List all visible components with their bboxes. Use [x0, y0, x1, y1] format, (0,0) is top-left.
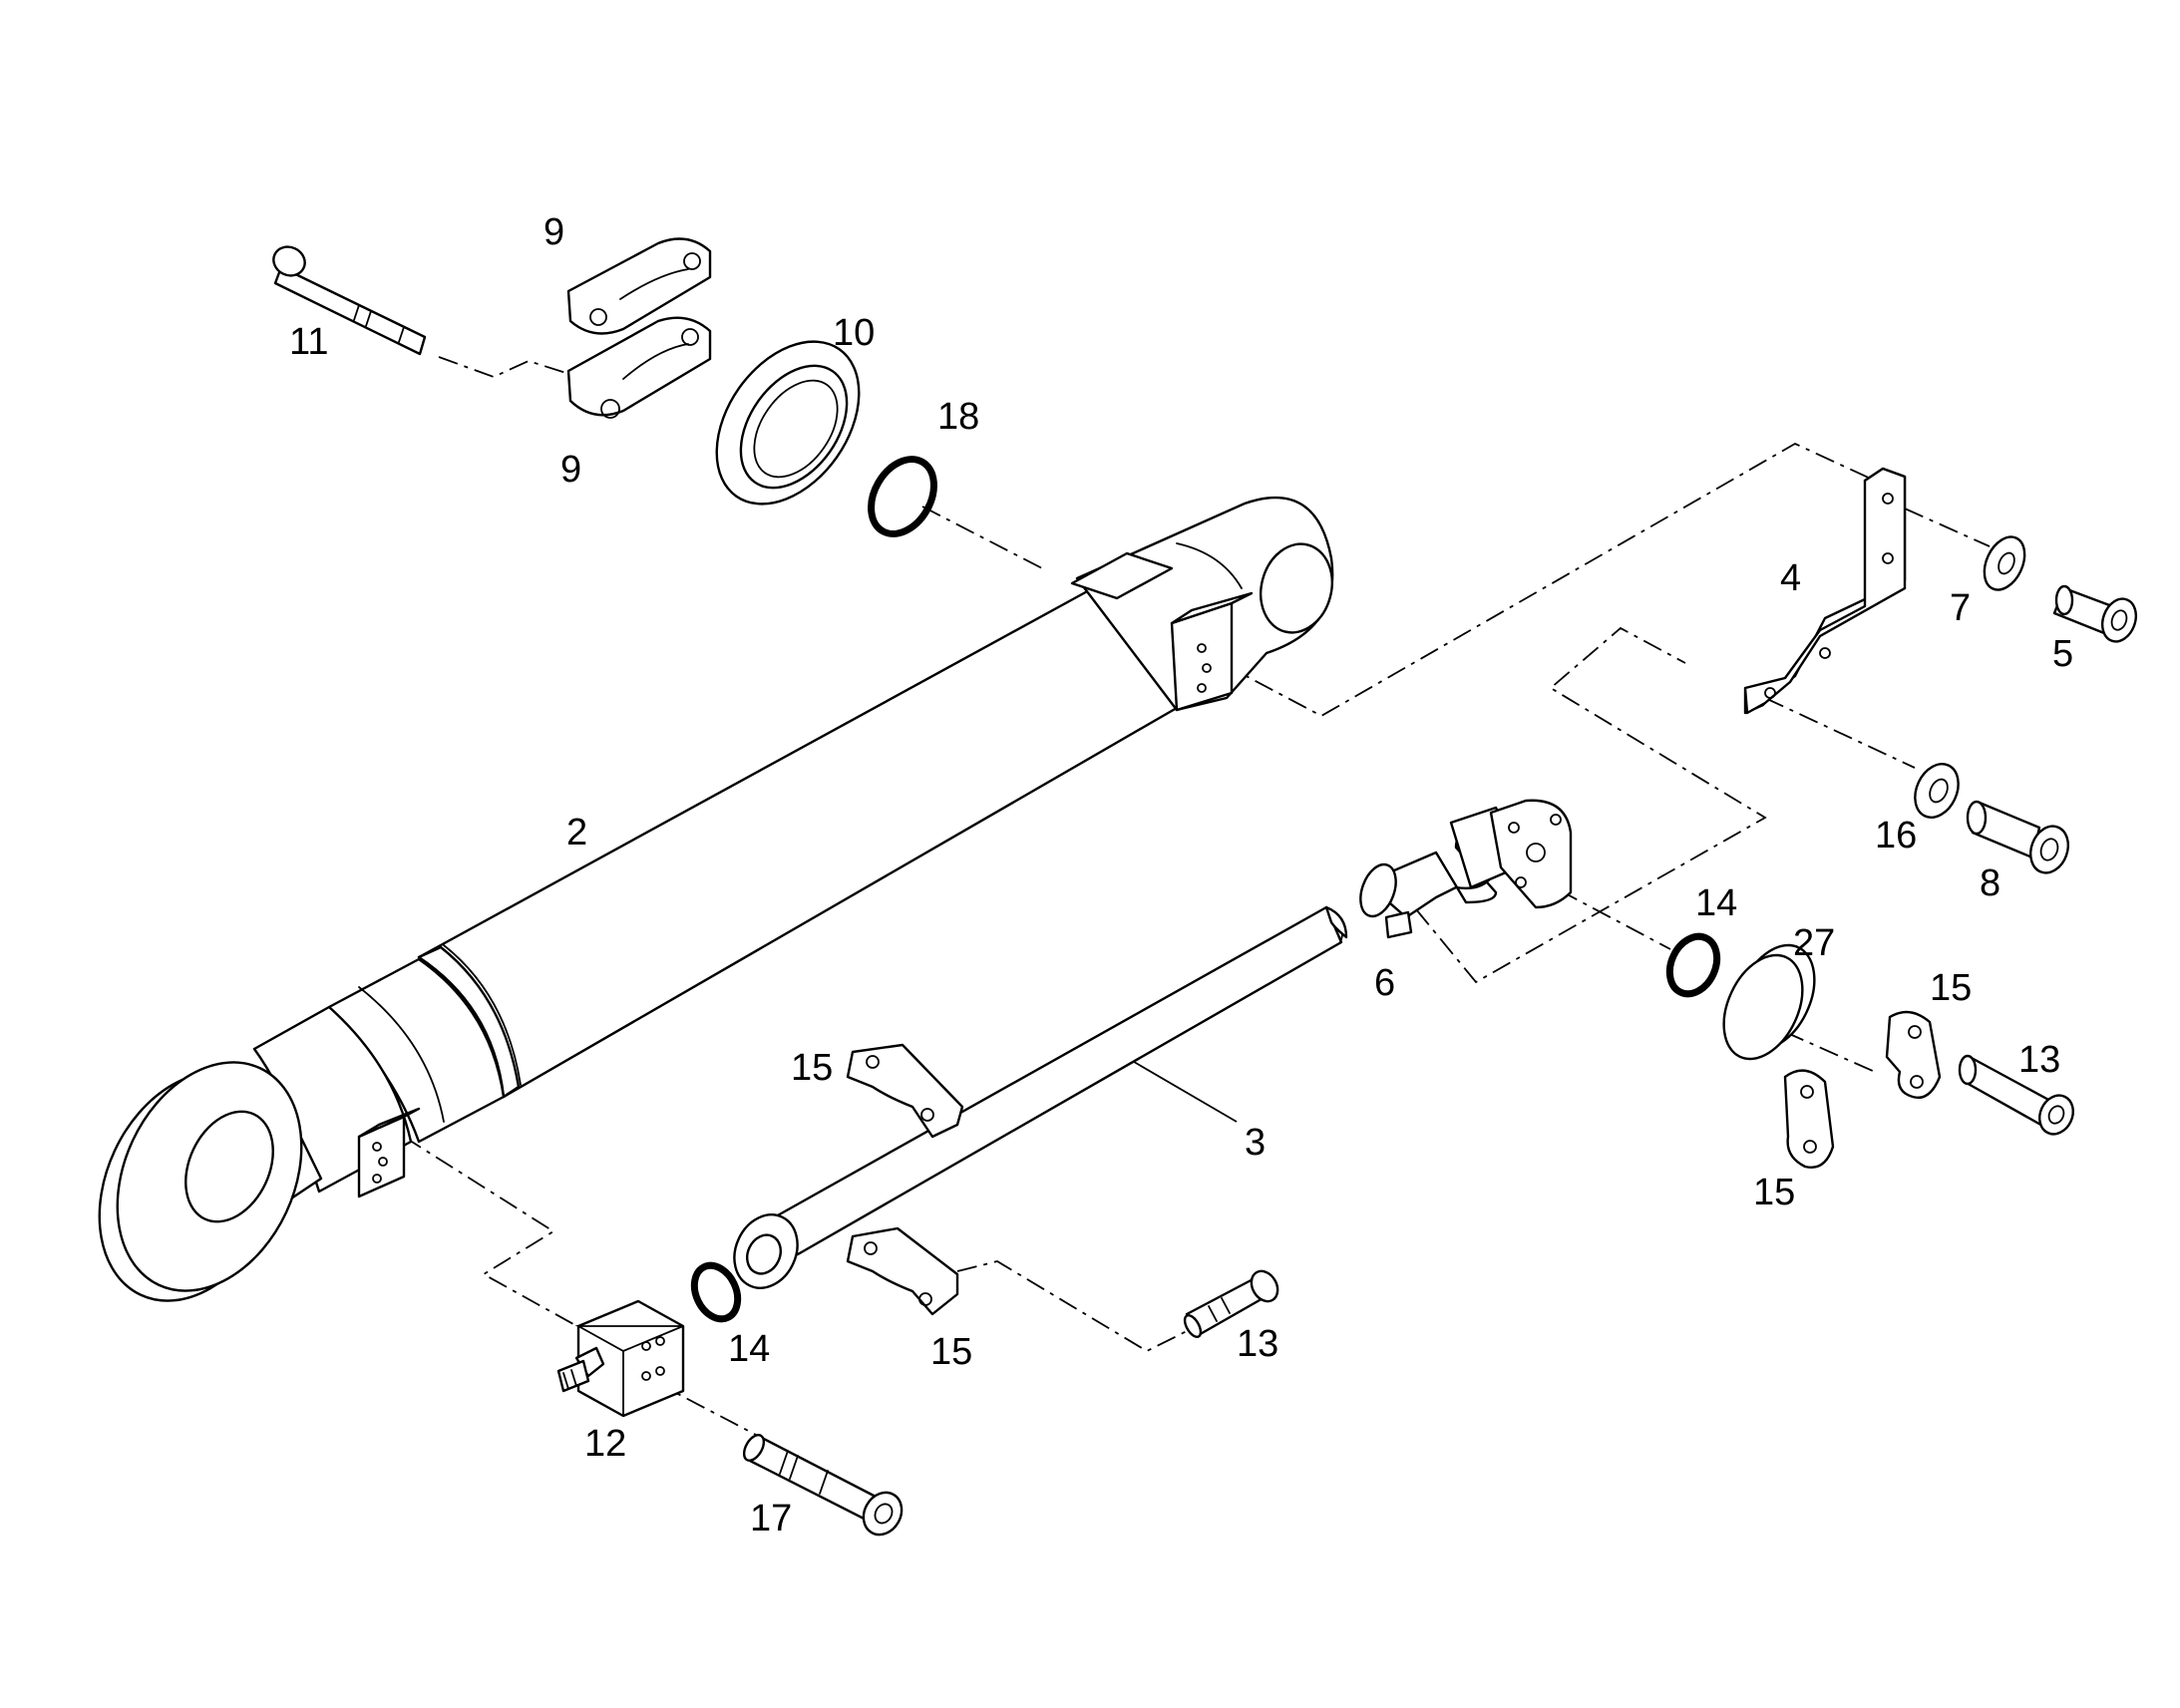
callout-13-right: 13 — [2018, 1039, 2060, 1081]
leader-clamp-15-to-bolt-13 — [956, 1260, 1188, 1353]
cylinder-barrel-2 — [98, 496, 1334, 1302]
callout-labels: 9 9 11 10 18 4 7 5 16 8 2 14 27 15 6 13 … — [289, 211, 2073, 1539]
callout-17: 17 — [750, 1498, 792, 1539]
leader-tube-6-to-bracket — [1415, 626, 1767, 984]
flange-clamp-half-9-bottom — [566, 316, 712, 419]
callout-15-right-bottom: 15 — [1753, 1172, 1795, 1213]
leader-cylinder-to-block-12 — [403, 1136, 574, 1325]
callout-8: 8 — [1980, 862, 2000, 904]
clamp-half-15-middle-top — [846, 1043, 964, 1139]
oring-14-left — [690, 1261, 742, 1323]
callout-27: 27 — [1793, 922, 1835, 964]
callout-11: 11 — [289, 321, 328, 363]
callout-12: 12 — [584, 1423, 626, 1465]
leader-block-to-bracket-4 — [1221, 442, 1876, 718]
valve-block-12 — [556, 1299, 685, 1418]
oring-14-right — [1665, 932, 1721, 998]
callout-7: 7 — [1950, 587, 1971, 629]
leader-plug-27-to-clamp-15 — [1784, 1031, 1876, 1073]
callout-2: 2 — [566, 812, 587, 854]
bracket-4 — [1743, 467, 1907, 715]
callout-16: 16 — [1875, 815, 1917, 856]
plug-27 — [1722, 943, 1816, 1061]
callout-3: 3 — [1245, 1122, 1266, 1164]
callout-15-middle-top: 15 — [791, 1047, 833, 1089]
callout-6: 6 — [1374, 962, 1395, 1004]
clamp-half-15-right-top — [1885, 1010, 1942, 1099]
socket-screw-8 — [1966, 800, 2070, 874]
washer-7 — [1983, 535, 2026, 591]
callout-13-left: 13 — [1237, 1323, 1278, 1365]
leader-bracket-to-washer-16 — [1764, 697, 1916, 769]
leader-label-3 — [1116, 1051, 1238, 1123]
leader-bracket-to-washer-7 — [1904, 508, 1991, 547]
tube-fitting-6 — [1359, 799, 1573, 939]
seal-ring-10 — [715, 340, 861, 506]
callout-14-right: 14 — [1695, 882, 1737, 924]
callout-9-bottom: 9 — [560, 449, 581, 491]
socket-screw-17 — [742, 1434, 904, 1537]
socket-screw-13-left — [1183, 1269, 1279, 1339]
tube-3 — [733, 905, 1348, 1289]
callout-5: 5 — [2052, 633, 2073, 675]
washer-16 — [1914, 763, 1960, 819]
callout-15-right-top: 15 — [1930, 967, 1972, 1009]
bolt-11 — [272, 245, 427, 356]
callout-9-top: 9 — [544, 211, 564, 253]
socket-screw-13-right — [1958, 1054, 2074, 1136]
callout-4: 4 — [1780, 557, 1801, 599]
leader-oring-18-to-cylinder — [921, 506, 1043, 569]
leader-bolt-11-to-clamp-9 — [438, 356, 579, 378]
oring-18 — [868, 456, 937, 537]
socket-screw-5 — [2052, 584, 2138, 643]
clamp-half-15-right-bottom — [1783, 1069, 1835, 1169]
clamp-half-15-middle-bottom — [846, 1226, 959, 1316]
flange-clamp-half-9-top — [566, 237, 712, 335]
callout-15-middle-bottom: 15 — [930, 1331, 972, 1373]
callout-18: 18 — [937, 396, 979, 438]
callout-10: 10 — [833, 312, 875, 354]
callout-14-left: 14 — [728, 1328, 770, 1370]
